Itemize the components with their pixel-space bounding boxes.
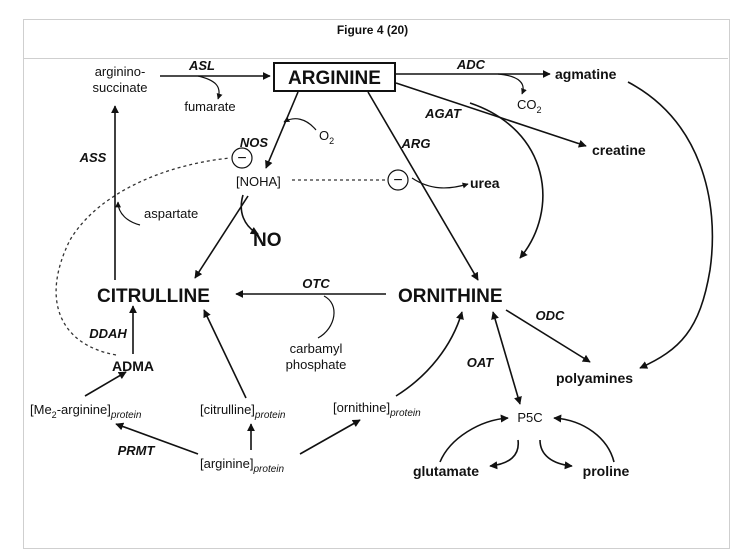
proline-to-p5c-arrow bbox=[553, 414, 615, 463]
fumarate-label: fumarate bbox=[184, 99, 235, 114]
enzyme-ass: ASS bbox=[79, 150, 107, 165]
arg-inhibition-sign: − bbox=[393, 172, 402, 189]
proline-label: proline bbox=[583, 463, 630, 479]
agmatine-label: agmatine bbox=[555, 66, 617, 82]
agat-reaction-arrow bbox=[395, 82, 587, 148]
enzyme-oat: OAT bbox=[467, 355, 495, 370]
urea-label: urea bbox=[470, 175, 500, 191]
enzyme-ddah: DDAH bbox=[89, 326, 127, 341]
arg-reaction-arrow bbox=[367, 91, 479, 281]
agat-to-ornithine-arrow bbox=[469, 102, 544, 259]
o2-input-arrow bbox=[283, 116, 317, 131]
argprot-to-ornprot-arrow bbox=[299, 419, 361, 455]
citrulline-protein-label: [citrulline]protein bbox=[200, 402, 286, 421]
polyamines-label: polyamines bbox=[556, 370, 633, 386]
o2-label: O2 bbox=[319, 128, 334, 146]
adma-label: ADMA bbox=[112, 358, 154, 374]
argininosuccinate-label-1: arginino- bbox=[95, 64, 146, 79]
ornithine-label: ORNITHINE bbox=[398, 286, 503, 307]
nos-inhibition-sign: − bbox=[237, 150, 246, 167]
arginine-label: ARGININE bbox=[288, 68, 381, 89]
citprot-to-citrulline-arrow bbox=[203, 309, 247, 399]
aspartate-input-arrow bbox=[115, 201, 141, 226]
adma-inhibition-link bbox=[55, 157, 231, 356]
ornithine-protein-label: [ornithine]protein bbox=[333, 400, 421, 419]
arginine-protein-label: [arginine]protein bbox=[200, 456, 284, 475]
p5c-label: P5C bbox=[517, 410, 542, 425]
p5c-to-glutamate-arrow bbox=[489, 439, 519, 470]
enzyme-prmt: PRMT bbox=[118, 443, 156, 458]
nos-inhibition-symbol bbox=[231, 147, 253, 169]
noha-to-citrulline-arrow bbox=[194, 195, 249, 279]
prmt-reaction-arrow bbox=[115, 422, 199, 455]
enzyme-arg: ARG bbox=[401, 136, 431, 151]
arginine-box bbox=[273, 62, 396, 92]
figure-title: Figure 4 (20) bbox=[336, 23, 409, 37]
citrulline-label: CITRULLINE bbox=[97, 286, 210, 307]
noha-label: [NOHA] bbox=[236, 174, 281, 189]
agmatine-to-polyamines-arrow bbox=[627, 81, 714, 369]
argininosuccinate-label-2: succinate bbox=[93, 80, 148, 95]
header-divider bbox=[24, 58, 728, 59]
carbamyl-input-curve bbox=[317, 295, 335, 339]
enzyme-nos: NOS bbox=[240, 135, 269, 150]
enzyme-otc: OTC bbox=[302, 276, 330, 291]
no-label: NO bbox=[253, 230, 282, 251]
co2-branch-arrow bbox=[497, 73, 527, 95]
arg-inhibition-symbol bbox=[387, 169, 409, 191]
glutamate-to-p5c-arrow bbox=[439, 414, 509, 463]
enzyme-asl: ASL bbox=[188, 58, 215, 73]
p5c-to-proline-arrow bbox=[539, 439, 573, 470]
aspartate-label: aspartate bbox=[144, 206, 198, 221]
enzyme-agat: AGAT bbox=[424, 106, 462, 121]
ornprot-to-ornithine-arrow bbox=[395, 311, 464, 397]
enzyme-adc: ADC bbox=[456, 57, 486, 72]
oat-reaction-arrow bbox=[491, 311, 522, 405]
co2-label: CO2 bbox=[517, 97, 542, 115]
creatine-label: creatine bbox=[592, 142, 646, 158]
carbamyl-label-1: carbamyl bbox=[290, 341, 343, 356]
fumarate-branch-arrow bbox=[197, 75, 223, 100]
no-branch-arrow bbox=[240, 194, 259, 235]
enzyme-odc: ODC bbox=[536, 308, 566, 323]
me2-arginine-protein-label: [Me2-arginine]protein bbox=[30, 402, 142, 421]
glutamate-label: glutamate bbox=[413, 463, 479, 479]
carbamyl-label-2: phosphate bbox=[286, 357, 347, 372]
nos-reaction-arrow bbox=[265, 91, 299, 169]
urea-branch-arrow bbox=[411, 177, 469, 189]
me2arg-to-adma-arrow bbox=[84, 371, 127, 397]
